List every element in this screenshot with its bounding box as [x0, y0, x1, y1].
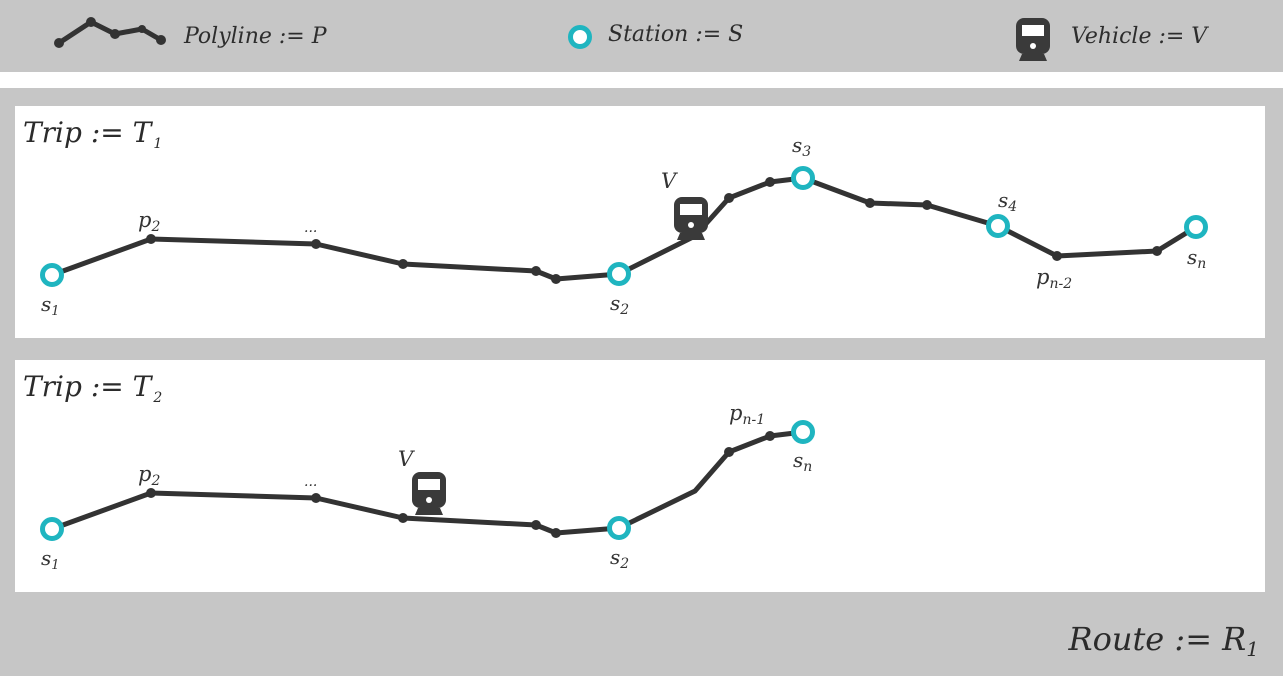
route-label: Route := R1: [1068, 620, 1259, 661]
vehicle-legend-label: Vehicle := V: [1071, 24, 1208, 49]
station-s1: [40, 517, 64, 541]
legend-graphics: [54, 17, 1050, 61]
trip-2-polyline-points: [146, 431, 775, 538]
label-sn: sn: [1187, 245, 1206, 272]
vehicle-icon: [412, 472, 446, 515]
label-s1: s1: [41, 546, 60, 573]
station-s2: [607, 516, 631, 540]
trip-1-diagram: s1 p2 ... s2 V s3 s4 pn-2 sn: [40, 133, 1208, 319]
label-pn-1: pn-1: [729, 401, 765, 428]
label-ellipsis: ...: [304, 474, 317, 490]
label-p2: p2: [138, 208, 160, 235]
label-s3: s3: [792, 133, 811, 160]
vehicle-icon: [674, 197, 708, 240]
label-v: V: [398, 447, 415, 471]
station-sn: [1184, 215, 1208, 239]
label-s2: s2: [610, 291, 629, 318]
vehicle-legend-icon: [1016, 18, 1050, 61]
trip-2-diagram: s1 p2 ... V s2 pn-1 sn: [40, 401, 815, 573]
label-sn: sn: [793, 448, 812, 475]
label-ellipsis: ...: [304, 220, 317, 236]
label-s4: s4: [998, 188, 1017, 215]
legend-bar: Polyline := P Station := S Vehicle := V: [0, 0, 1283, 72]
label-p2: p2: [138, 462, 160, 489]
station-s2: [607, 262, 631, 286]
legend-divider: [0, 72, 1283, 88]
station-sn: [791, 420, 815, 444]
label-v: V: [661, 169, 678, 193]
station-legend-icon: [568, 25, 592, 49]
trip-1-polyline-points: [146, 177, 1162, 284]
label-s2: s2: [610, 545, 629, 572]
station-s3: [791, 166, 815, 190]
label-s1: s1: [41, 292, 60, 319]
polyline-legend-icon: [54, 17, 166, 48]
polyline-legend-label: Polyline := P: [184, 24, 327, 49]
station-s1: [40, 263, 64, 287]
station-s4: [986, 214, 1010, 238]
station-legend-label: Station := S: [608, 22, 744, 47]
label-pn-2: pn-2: [1036, 265, 1072, 292]
